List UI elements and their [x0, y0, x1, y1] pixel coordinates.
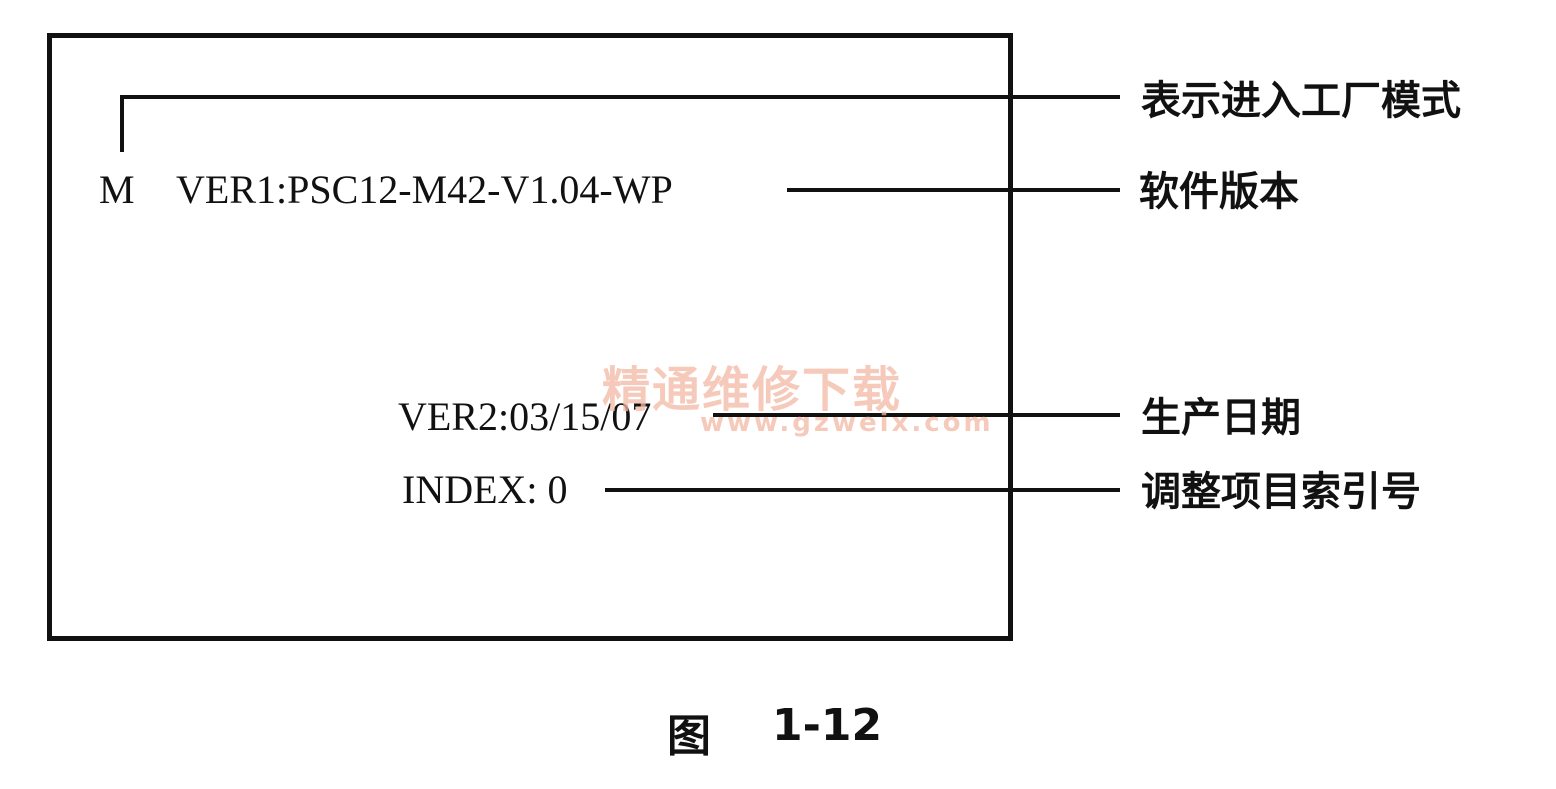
callout-production-date: 生产日期: [1141, 395, 1301, 441]
figure-caption-label: 图: [667, 711, 711, 762]
screen-display-frame: [47, 33, 1013, 641]
index-text: INDEX: 0: [402, 467, 568, 512]
callout-factory-mode: 表示进入工厂模式: [1141, 78, 1461, 124]
callout-software-version: 软件版本: [1139, 169, 1299, 215]
ver1-software-version-text: VER1:PSC12-M42-V1.04-WP: [176, 167, 673, 212]
watermark-text: 精通维修下载: [602, 362, 903, 418]
mode-flag-text: M: [99, 167, 135, 212]
ver2-production-date-text: VER2:03/15/07: [398, 394, 652, 439]
figure-caption-number: 1-12: [772, 700, 883, 751]
watermark-url: www.gzweix.com: [700, 408, 994, 438]
callout-adjust-index: 调整项目索引号: [1141, 469, 1421, 515]
factory-mode-leader-line: [120, 95, 1120, 152]
